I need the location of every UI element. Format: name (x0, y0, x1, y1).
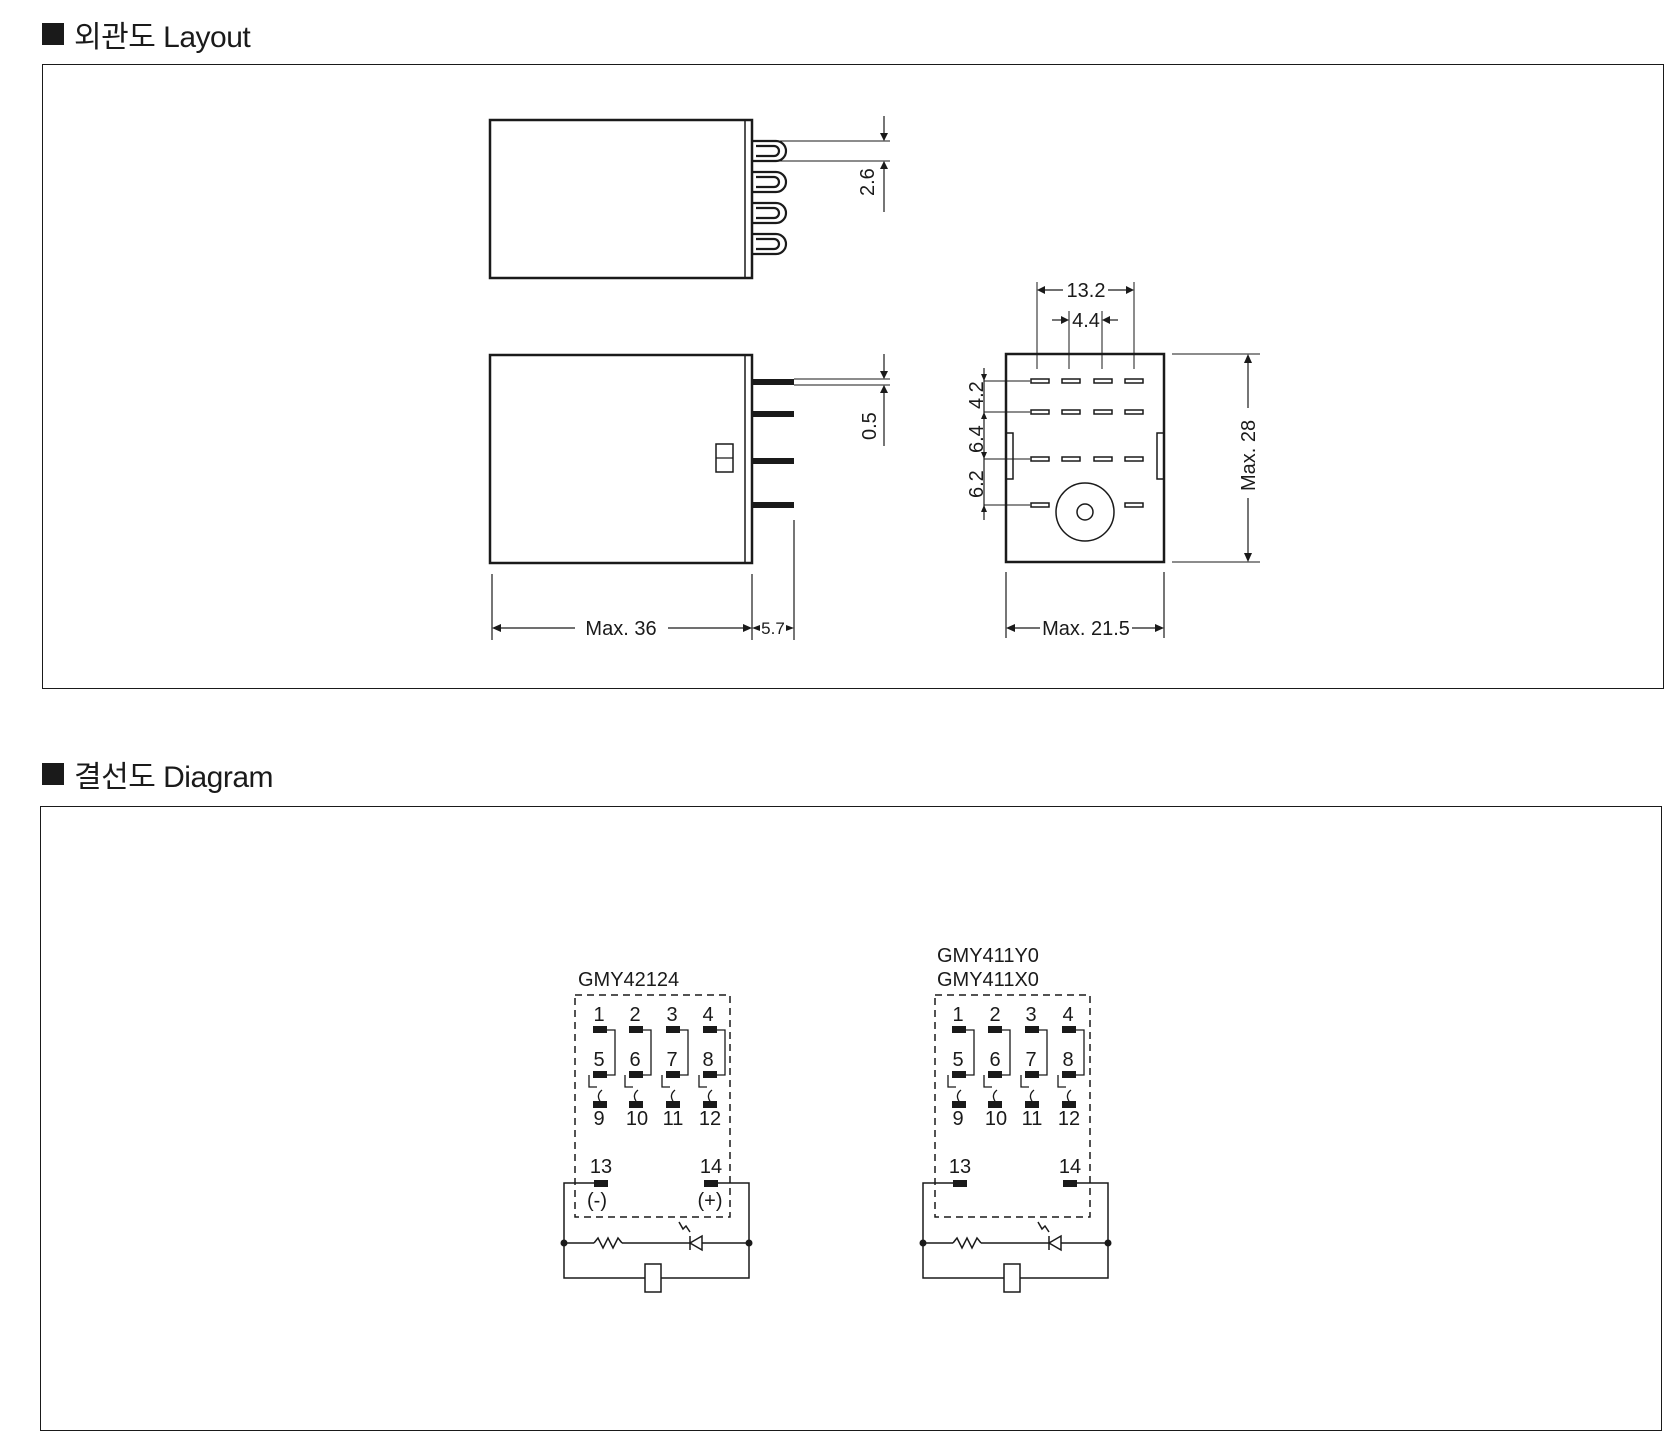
pin-8: 8 (702, 1049, 713, 1071)
coil-circuit (563, 1182, 750, 1293)
pin-2: 2 (989, 1004, 1000, 1026)
pin-3: 3 (1025, 1004, 1036, 1026)
contact-pads (593, 1026, 718, 1187)
side-view-pins (752, 379, 794, 508)
pin-3: 3 (666, 1004, 677, 1026)
layout-heading-text: 외관도 Layout (74, 21, 251, 54)
polarity-plus: (+) (698, 1190, 723, 1212)
diagram-panel (40, 806, 1662, 1431)
pin-span-dimension: 13.2 4.4 (1036, 280, 1135, 369)
center-boss (1055, 482, 1115, 542)
square-bullet-icon (42, 23, 64, 45)
pin-6: 6 (629, 1049, 640, 1071)
diagram-heading-text: 결선도 Diagram (74, 761, 274, 794)
pin-12: 12 (699, 1108, 721, 1130)
pin-thickness-dimension: 0.5 (794, 354, 890, 446)
pin-10: 10 (626, 1108, 648, 1130)
polarity-minus: (-) (587, 1190, 607, 1212)
pin-5: 5 (593, 1049, 604, 1071)
wiring-left: GMY42124 1 2 3 4 5 6 7 8 9 10 11 12 13 1… (560, 969, 753, 1293)
pin-7: 7 (666, 1049, 677, 1071)
bottom-view: 13.2 4.4 4.2 6.4 6.2 (966, 280, 1260, 640)
pin-pitch-label: 2.6 (857, 168, 879, 196)
pin-7: 7 (1025, 1049, 1036, 1071)
pin-12: 12 (1058, 1108, 1080, 1130)
pin-11: 11 (1022, 1108, 1043, 1130)
pin-6: 6 (989, 1049, 1000, 1071)
pin-9: 9 (593, 1108, 604, 1130)
outer-span-label: 13.2 (1067, 280, 1106, 302)
pin-14: 14 (1059, 1156, 1081, 1178)
pin-thickness-label: 0.5 (859, 412, 881, 440)
pin-5: 5 (952, 1049, 963, 1071)
pin-10: 10 (985, 1108, 1007, 1130)
inner-span-label: 4.4 (1072, 310, 1100, 332)
pin-13: 13 (590, 1156, 612, 1178)
coil-circuit (922, 1182, 1109, 1293)
pin-1: 1 (952, 1004, 963, 1026)
top-view-body (488, 118, 754, 280)
side-view: 0.5 Max. 36 5.7 (488, 353, 890, 640)
row-gap-3-label: 6.2 (966, 470, 988, 498)
pin-14: 14 (700, 1156, 722, 1178)
side-view-body (488, 353, 754, 565)
pin-4: 4 (702, 1004, 713, 1026)
width-dimension: Max. 21.5 (1005, 572, 1165, 640)
row-gap-dimension: 4.2 6.4 6.2 (966, 368, 1030, 520)
pin-13: 13 (949, 1156, 971, 1178)
length-label: Max. 36 (585, 618, 656, 640)
layout-heading: 외관도 Layout (42, 12, 251, 56)
length-dimension: Max. 36 5.7 (491, 520, 795, 640)
height-label: Max. 28 (1238, 420, 1260, 491)
square-bullet-icon (42, 763, 64, 785)
bottom-view-body (1004, 352, 1166, 564)
relay-outline (574, 994, 731, 1218)
pin-1: 1 (593, 1004, 604, 1026)
layout-panel (42, 64, 1664, 689)
height-dimension: Max. 28 (1172, 353, 1260, 563)
pin-4: 4 (1062, 1004, 1073, 1026)
pin-8: 8 (1062, 1049, 1073, 1071)
model-label: GMY42124 (578, 969, 679, 991)
top-view-terminals (752, 139, 788, 256)
pin-9: 9 (952, 1108, 963, 1130)
relay-outline (934, 994, 1091, 1218)
contact-pads (952, 1026, 1077, 1187)
model-label-2: GMY411X0 (937, 969, 1039, 991)
pin-11: 11 (663, 1108, 684, 1130)
pin-2: 2 (629, 1004, 640, 1026)
row-gap-2-label: 6.4 (966, 425, 988, 453)
row-gap-1-label: 4.2 (966, 381, 988, 409)
bottom-view-pins (1030, 378, 1144, 508)
top-view: 2.6 (488, 116, 890, 280)
diagram-heading: 결선도 Diagram (42, 752, 274, 796)
wiring-right: GMY411Y0 GMY411X0 1 2 3 4 5 6 7 8 9 10 1… (919, 945, 1112, 1293)
width-label: Max. 21.5 (1042, 618, 1130, 640)
pin-length-label: 5.7 (761, 619, 785, 638)
pin-pitch-dimension: 2.6 (780, 116, 890, 212)
model-label-1: GMY411Y0 (937, 945, 1039, 967)
